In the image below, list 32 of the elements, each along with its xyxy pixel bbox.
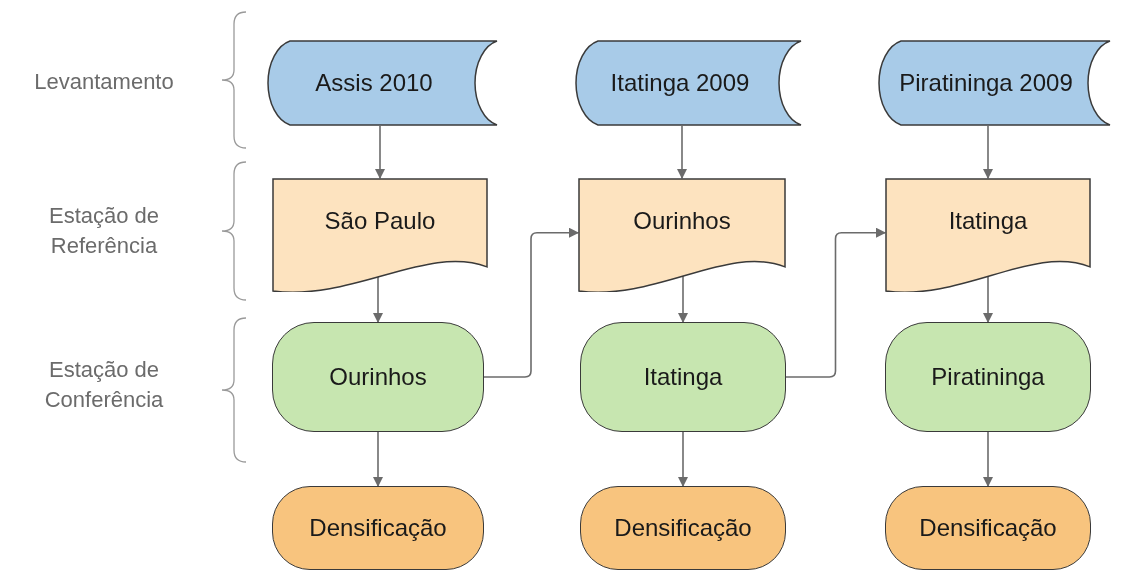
arrow <box>677 125 687 179</box>
node-label: Piratininga 2009 <box>899 68 1073 98</box>
arrow <box>678 275 688 323</box>
terminator-shape <box>885 322 1091 432</box>
arrow <box>375 125 385 179</box>
row-label: Levantamento <box>34 68 174 96</box>
node-label: Itatinga 2009 <box>610 68 750 98</box>
arrow <box>373 275 383 323</box>
node-label: Itatinga <box>643 362 723 392</box>
node-label: Densificação <box>614 513 752 543</box>
node-label: São Paulo <box>324 206 436 236</box>
arrow <box>983 125 993 179</box>
node-label: Piratininga <box>931 362 1045 392</box>
node-label: Ourinhos <box>329 362 427 392</box>
arrow <box>373 431 383 487</box>
node-label: Densificação <box>919 513 1057 543</box>
arrow <box>983 431 993 487</box>
arrow <box>678 431 688 487</box>
arrow <box>483 227 579 378</box>
node-label: Itatinga <box>948 206 1028 236</box>
terminator-shape <box>580 322 786 432</box>
terminator-shape <box>272 322 484 432</box>
row-label: Estação de Referência <box>47 202 161 260</box>
node-label: Ourinhos <box>633 206 731 236</box>
document-shape <box>578 178 786 292</box>
row-label: Estação de Conferência <box>43 356 165 414</box>
node-label: Densificação <box>309 513 447 543</box>
node-label: Assis 2010 <box>315 68 433 98</box>
arrow <box>785 227 886 378</box>
document-shape <box>272 178 488 292</box>
arrow <box>983 275 993 323</box>
document-shape <box>885 178 1091 292</box>
